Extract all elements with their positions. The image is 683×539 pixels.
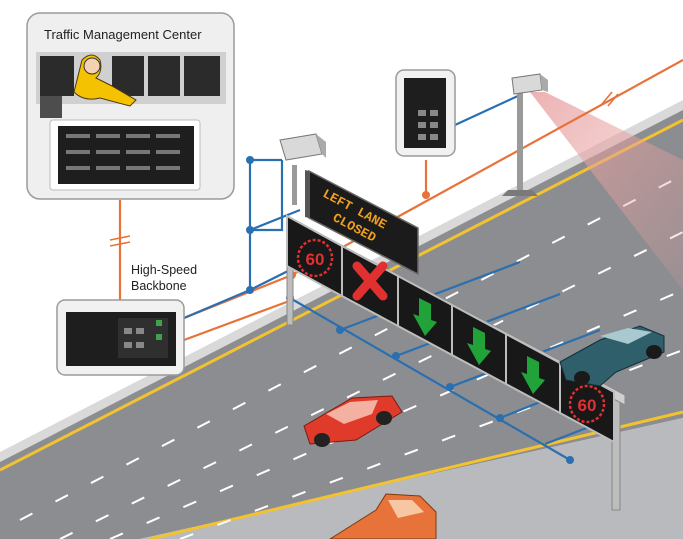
- monitor-icon: [148, 56, 180, 96]
- backbone-label-line-2: Backbone: [131, 279, 187, 293]
- monitor-icon: [40, 56, 74, 96]
- backbone-label-line-1: High-Speed: [131, 263, 198, 277]
- speed-limit-left: 60: [306, 250, 325, 269]
- pole-camera: [502, 73, 548, 196]
- camera-view-beam: [530, 92, 683, 290]
- monitor-icon: [184, 56, 220, 96]
- pickup-truck: [559, 325, 665, 387]
- lane-divider-1: [19, 174, 683, 521]
- road-surface: [0, 110, 683, 539]
- tmc-title: Traffic Management Center: [44, 27, 202, 42]
- speed-ring-left: [296, 238, 334, 278]
- orange-truck: [329, 493, 437, 539]
- operator-chair: [40, 96, 62, 118]
- variable-message-sign: [305, 169, 419, 276]
- speed-limit-right: 60: [578, 396, 597, 415]
- fiber-break-marks: [109, 91, 619, 247]
- green-down-arrow-icon: [521, 356, 545, 394]
- lane-edge-near: [149, 410, 683, 539]
- operator-head: [83, 57, 101, 75]
- overhead-camera: [279, 133, 326, 205]
- red-x-icon: [352, 261, 388, 301]
- camera-switch-panel: [395, 69, 456, 157]
- traffic-management-center-panel: [26, 12, 235, 200]
- red-car: [303, 395, 403, 447]
- speed-ring-right: [568, 384, 606, 424]
- green-down-arrow-icon: [467, 327, 491, 365]
- lane-divider-3: [109, 289, 683, 539]
- backbone-label: High-Speed Backbone: [131, 262, 197, 294]
- roadside-switch-panel: [56, 299, 185, 376]
- green-down-arrow-icon: [413, 298, 437, 336]
